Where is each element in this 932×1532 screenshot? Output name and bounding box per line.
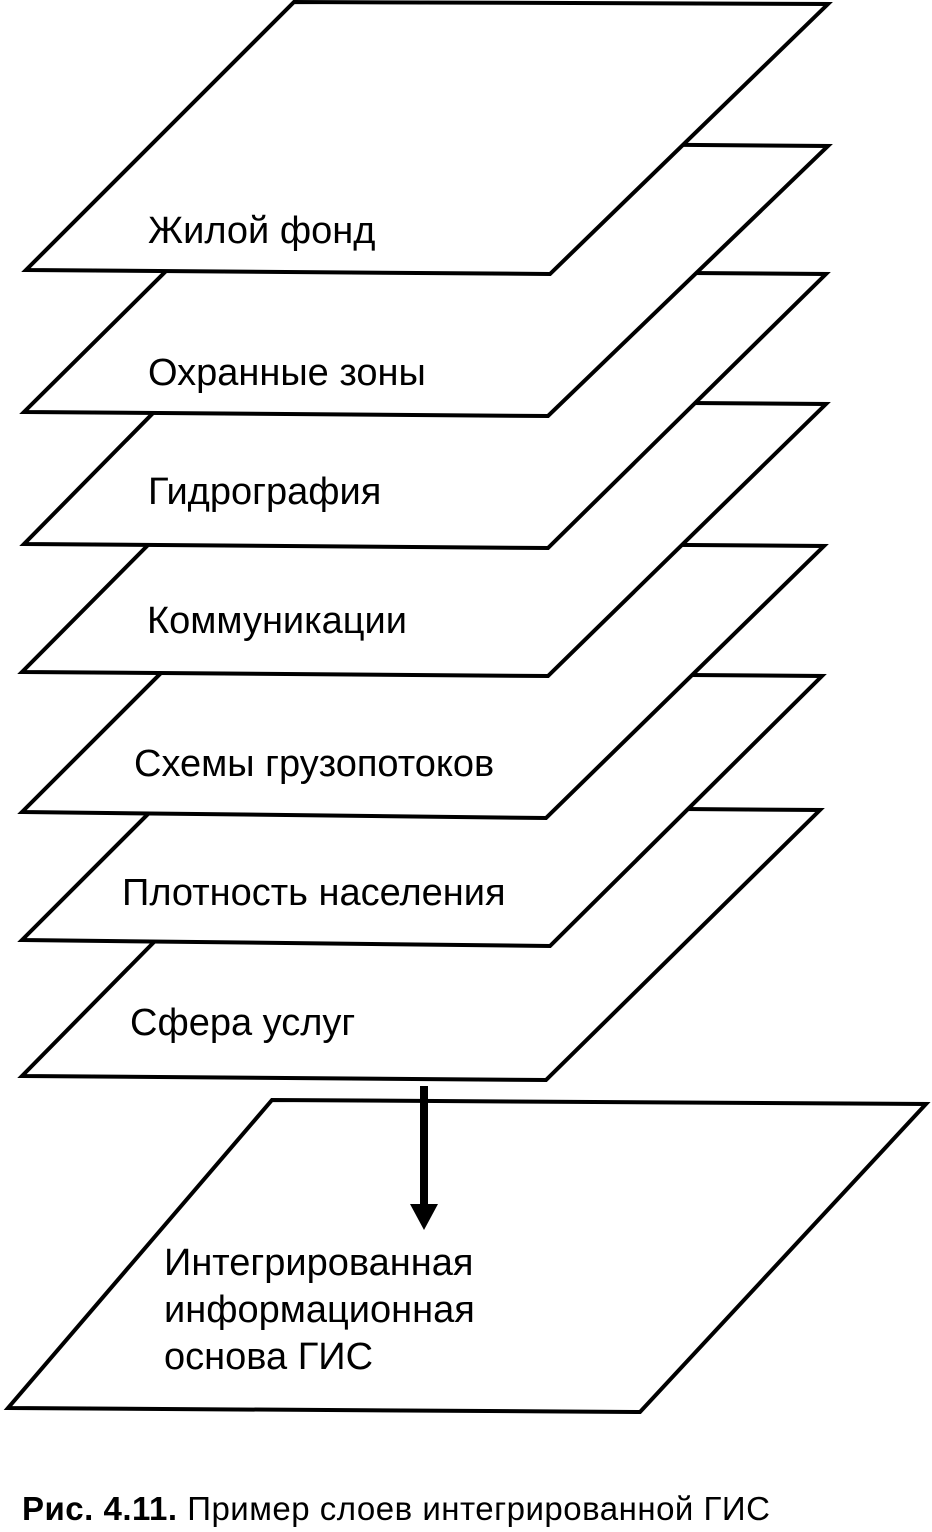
layer-shape — [21, 0, 833, 277]
base-layer-integrated-gis: Интегрированная информационная основа ГИ… — [3, 1097, 931, 1415]
layer-label-communications: Коммуникации — [147, 600, 407, 642]
figure-caption-text: Пример слоев интегрированной ГИС — [187, 1490, 771, 1527]
base-layer-shape — [3, 1097, 931, 1415]
base-label-line-3: основа ГИС — [164, 1336, 373, 1378]
layer-label-population-density: Плотность населения — [122, 872, 506, 914]
figure-number: Рис. 4.11. — [22, 1490, 178, 1527]
layer-label-housing-stock: Жилой фонд — [148, 210, 375, 252]
base-label-line-2: информационная — [164, 1289, 475, 1331]
down-arrow-icon — [410, 1086, 438, 1230]
layer-label-freight-flows: Схемы грузопотоков — [134, 743, 494, 785]
layer-label-service-sector: Сфера услуг — [130, 1002, 355, 1044]
figure-caption: Рис. 4.11. Пример слоев интегрированной … — [22, 1490, 922, 1528]
layer-label-hydrography: Гидрография — [148, 471, 381, 513]
layer-protected-zones: Охранные зоны — [19, 139, 833, 419]
layer-housing-stock: Жилой фонд — [21, 0, 833, 277]
base-label-line-1: Интегрированная — [164, 1242, 473, 1284]
layer-label-protected-zones: Охранные зоны — [148, 352, 426, 394]
